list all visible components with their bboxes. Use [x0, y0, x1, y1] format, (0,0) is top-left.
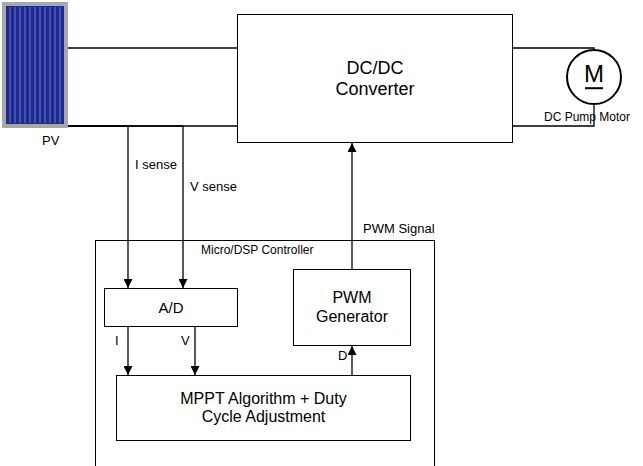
node-label: Micro/DSP Controller [201, 244, 313, 258]
node-label: A/D [158, 299, 183, 316]
pv-panel-illustration [2, 2, 68, 128]
panel-frame [2, 2, 68, 128]
node-label: MPPT Algorithm + Duty Cycle Adjustment [164, 390, 364, 427]
cell-stripe [34, 7, 35, 123]
power-wire [68, 47, 237, 48]
cell-stripe [9, 7, 10, 123]
node-caption: DC Pump Motor [544, 111, 630, 125]
adc-box: A/D [104, 288, 238, 327]
controller-box: Micro/DSP ControllerA/D PWM GeneratorMPPT… [95, 240, 435, 466]
signal-label: V sense [189, 180, 238, 194]
signal-arrow [351, 143, 352, 269]
node-label: PWM Generator [304, 289, 400, 326]
signal-label: I [114, 334, 120, 348]
cell-stripe [49, 7, 50, 123]
signal-label: PWM Signal [362, 222, 436, 236]
node-label: PV [42, 134, 59, 149]
mppt-box: MPPT Algorithm + Duty Cycle Adjustment [116, 375, 411, 441]
cell-stripe [54, 7, 55, 123]
signal-arrow [194, 327, 195, 375]
signal-arrow [127, 327, 128, 375]
pwm-generator-box: PWM Generator [293, 269, 411, 346]
signal-label: I sense [134, 158, 178, 172]
signal-arrow [68, 126, 128, 288]
converter-box: DC/DC Converter [237, 14, 513, 143]
cell-stripe [19, 7, 20, 123]
pv-panel: PV [2, 2, 68, 128]
signal-label: V [180, 334, 191, 348]
cell-stripe [29, 7, 30, 123]
signal-arrow [68, 126, 183, 288]
signal-arrow [351, 346, 352, 375]
cell-stripe [39, 7, 40, 123]
cell-stripe [59, 7, 60, 123]
node-label: M [584, 60, 604, 88]
cell-stripe [14, 7, 15, 123]
panel-cells [6, 6, 64, 124]
cell-stripe [44, 7, 45, 123]
power-wire [513, 48, 594, 49]
cell-stripe [24, 7, 25, 123]
dc-bar [585, 87, 603, 89]
signal-label: D [337, 349, 348, 363]
motor-circle: MDC Pump Motor [566, 49, 622, 105]
node-label: DC/DC Converter [315, 58, 435, 99]
